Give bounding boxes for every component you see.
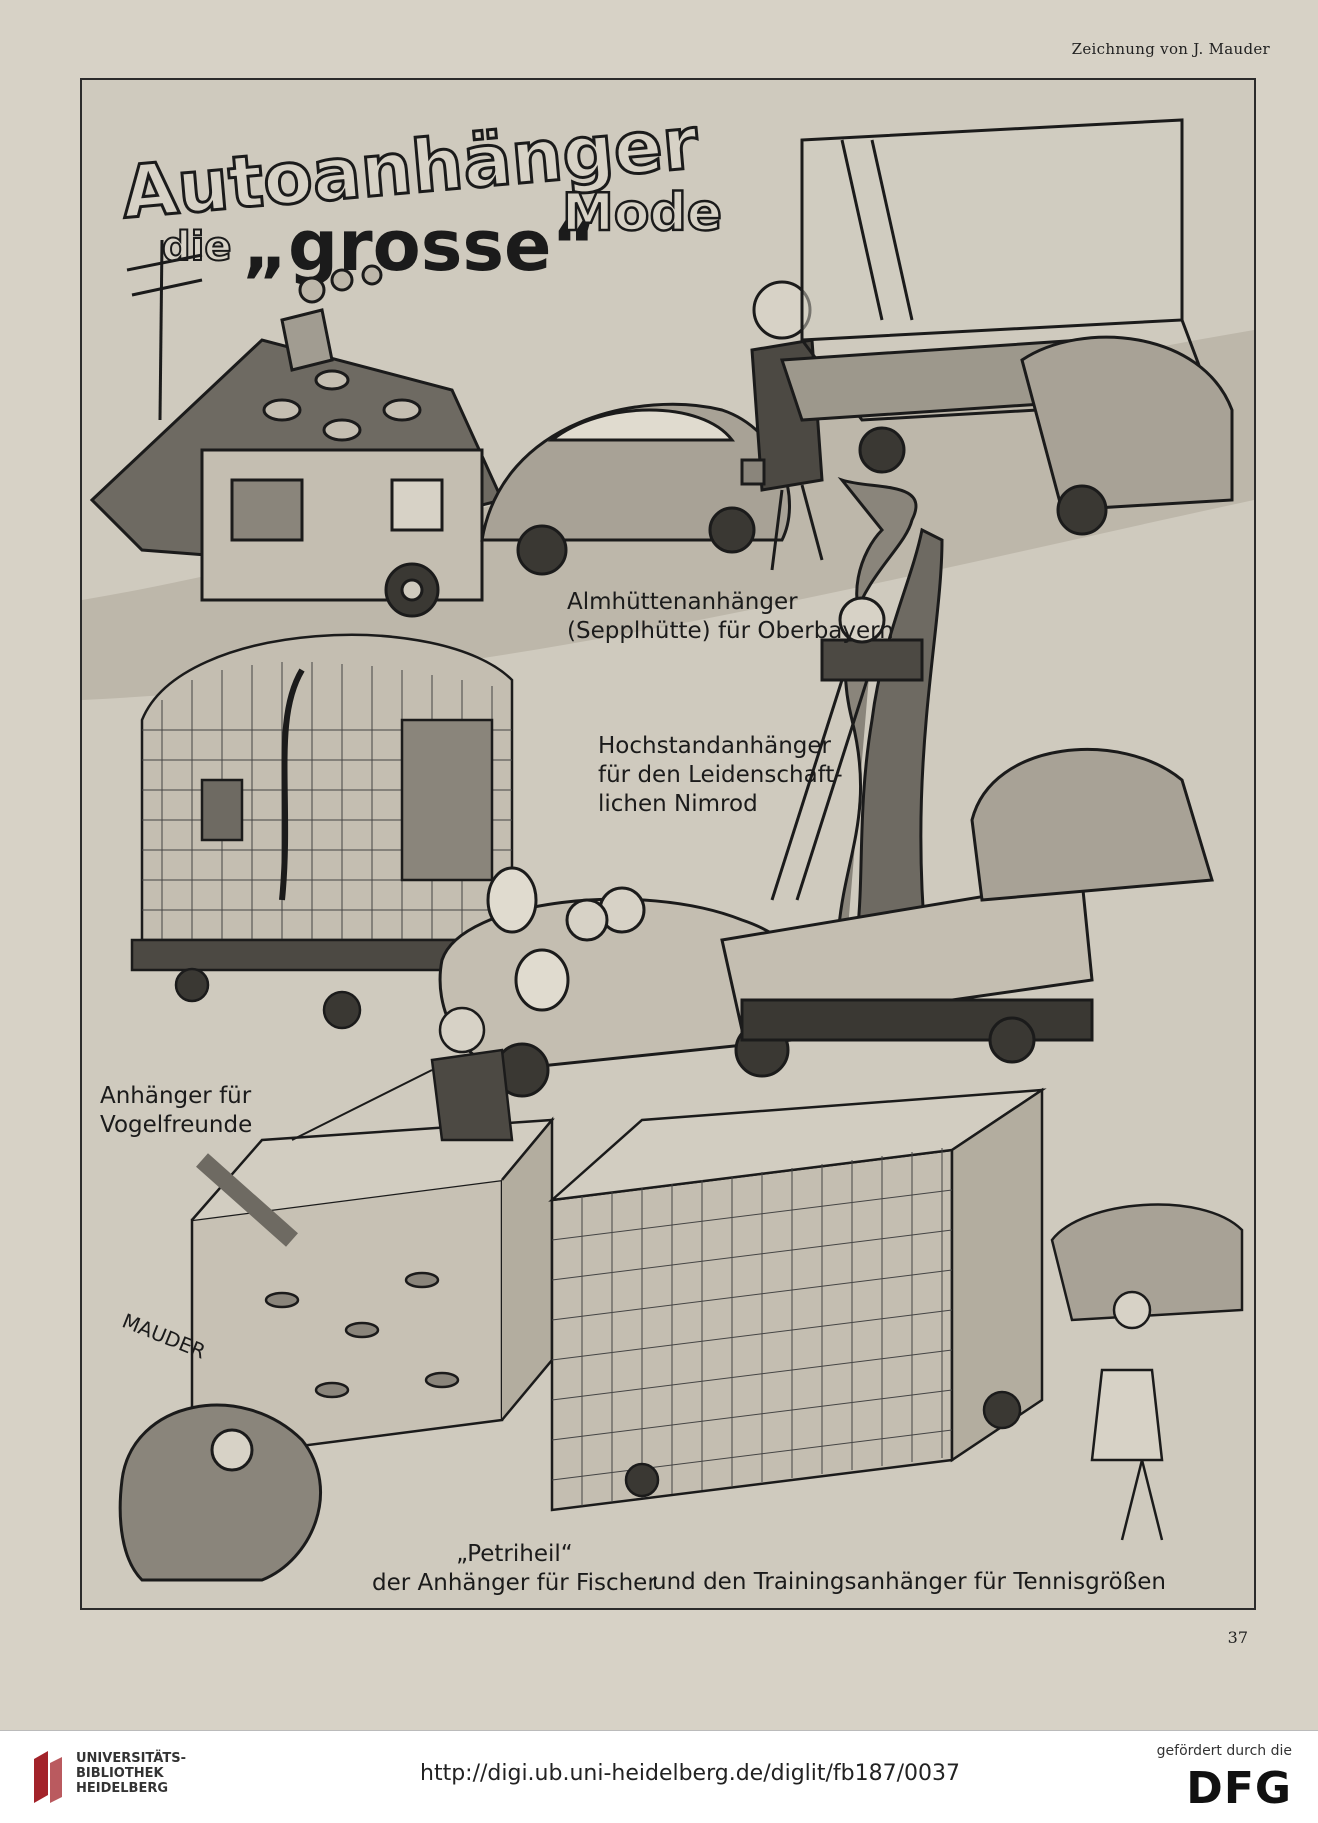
dfg-logo: DFG [1186,1763,1292,1814]
caption-tennis: und den Trainingsanhänger für Tennisgröß… [652,1569,1166,1595]
library-name-line1: UNIVERSITÄTS- [76,1751,186,1766]
library-name: UNIVERSITÄTS- BIBLIOTHEK HEIDELBERG [76,1751,186,1796]
caption-fishing: „Petriheil“ der Anhänger für Fischer [372,1540,657,1598]
caption-alm-line1: Almhüttenanhänger [567,589,798,615]
tennis-cage-trailer [548,1087,1244,1541]
hunting-stand-trailer [720,476,1214,1064]
magazine-page: Zeichnung von J. Mauder Autoanhänger die… [0,0,1318,1730]
illustration-credit: Zeichnung von J. Mauder [1071,40,1270,58]
caption-bird-lovers: Anhänger für Vogelfreunde [100,1082,252,1140]
caption-hoch-line1: Hochstandanhänger [598,733,831,759]
permalink-url[interactable]: http://digi.ub.uni-heidelberg.de/diglit/… [420,1761,961,1786]
footer-bar: UNIVERSITÄTS- BIBLIOTHEK HEIDELBERG http… [0,1730,1318,1823]
beetle-car [480,402,791,576]
library-name-line3: HEIDELBERG [76,1781,169,1796]
aquarium-trailer [190,1006,555,1462]
caption-hunting-stand: Hochstandanhänger für den Leidenschaft- … [598,732,843,818]
shower-trailer [779,118,1234,536]
title-die: die [162,224,231,270]
page-number: 37 [1227,1628,1248,1647]
caption-hoch-line2: für den Leidenschaft- [598,761,843,788]
cartoon-frame: Autoanhänger die „grosse“ Mode [80,78,1256,1610]
caption-alm-hut: Almhüttenanhänger (Sepplhütte) für Oberb… [567,588,894,646]
convertible-car [438,866,808,1098]
title: Autoanhänger die „grosse“ Mode [117,99,723,287]
cartoon-illustration: Autoanhänger die „grosse“ Mode [82,99,1254,1582]
library-logo-icon [34,1751,62,1803]
caption-vogel-line1: Anhänger für [100,1083,252,1109]
title-mode: Mode [562,183,722,243]
caption-alm-line2: (Sepplhütte) für Oberbayern [567,617,894,644]
title-grosse: „grosse“ [242,205,598,287]
telegraph-pole [126,239,203,421]
caption-petri-line1: „Petriheil“ [456,1541,573,1567]
caption-petri-line2: der Anhänger für Fischer [372,1569,657,1596]
alm-hut-trailer [89,264,505,618]
funding-note: gefördert durch die [1156,1743,1292,1759]
sleeper-car [118,1403,322,1582]
caption-vogel-line2: Vogelfreunde [100,1111,253,1138]
caption-hoch-line3: lichen Nimrod [598,790,758,817]
library-name-line2: BIBLIOTHEK [76,1766,164,1781]
